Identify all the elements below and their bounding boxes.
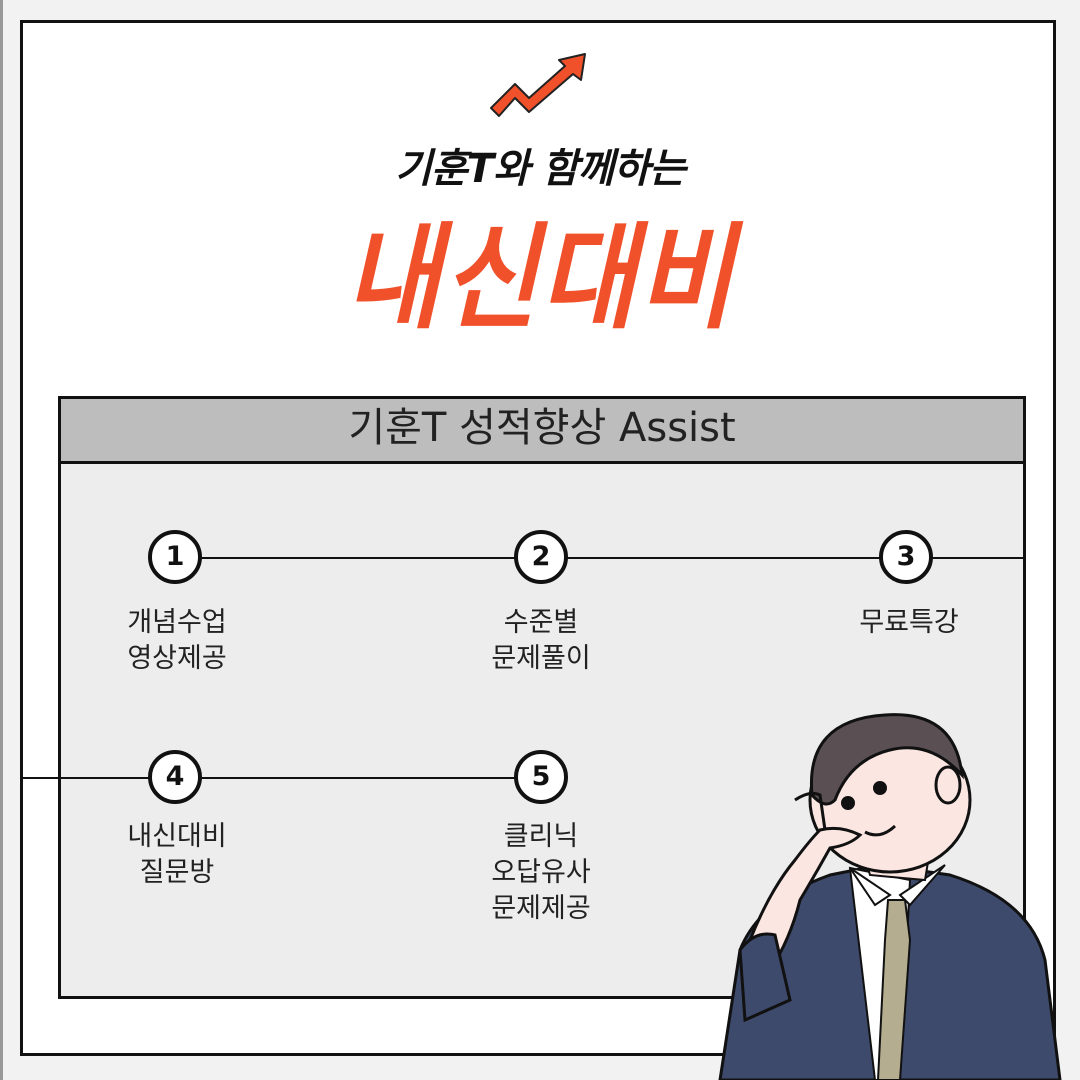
connector-line-row1 xyxy=(201,557,1026,559)
subtitle: 기훈T와 함께하는 xyxy=(395,146,686,192)
step-number-5: 5 xyxy=(514,750,568,804)
left-edge-bar xyxy=(0,0,3,1080)
step-number-4: 4 xyxy=(148,750,202,804)
step-number-2: 2 xyxy=(514,530,568,584)
step-number-1: 1 xyxy=(148,530,202,584)
step-label-5: 클리닉 오답유사 문제제공 xyxy=(491,821,591,924)
connector-line-row2 xyxy=(23,777,543,779)
thinking-man-illustration xyxy=(718,713,1062,1080)
step-number-3: 3 xyxy=(879,530,933,584)
step-label-3: 무료특강 xyxy=(859,607,959,638)
panel-title: 기훈T 성적향상 Assist xyxy=(61,399,1023,464)
step-label-2: 수준별 문제풀이 xyxy=(491,607,591,674)
step-label-4: 내신대비 질문방 xyxy=(127,821,227,888)
assist-panel: 기훈T 성적향상 Assist 1 개념수업 영상제공 2 수준별 문제풀이 3… xyxy=(23,396,1026,999)
trend-up-arrow-icon xyxy=(490,53,586,117)
main-title: 내신대비 xyxy=(344,210,736,346)
step-label-1: 개념수업 영상제공 xyxy=(127,607,227,674)
